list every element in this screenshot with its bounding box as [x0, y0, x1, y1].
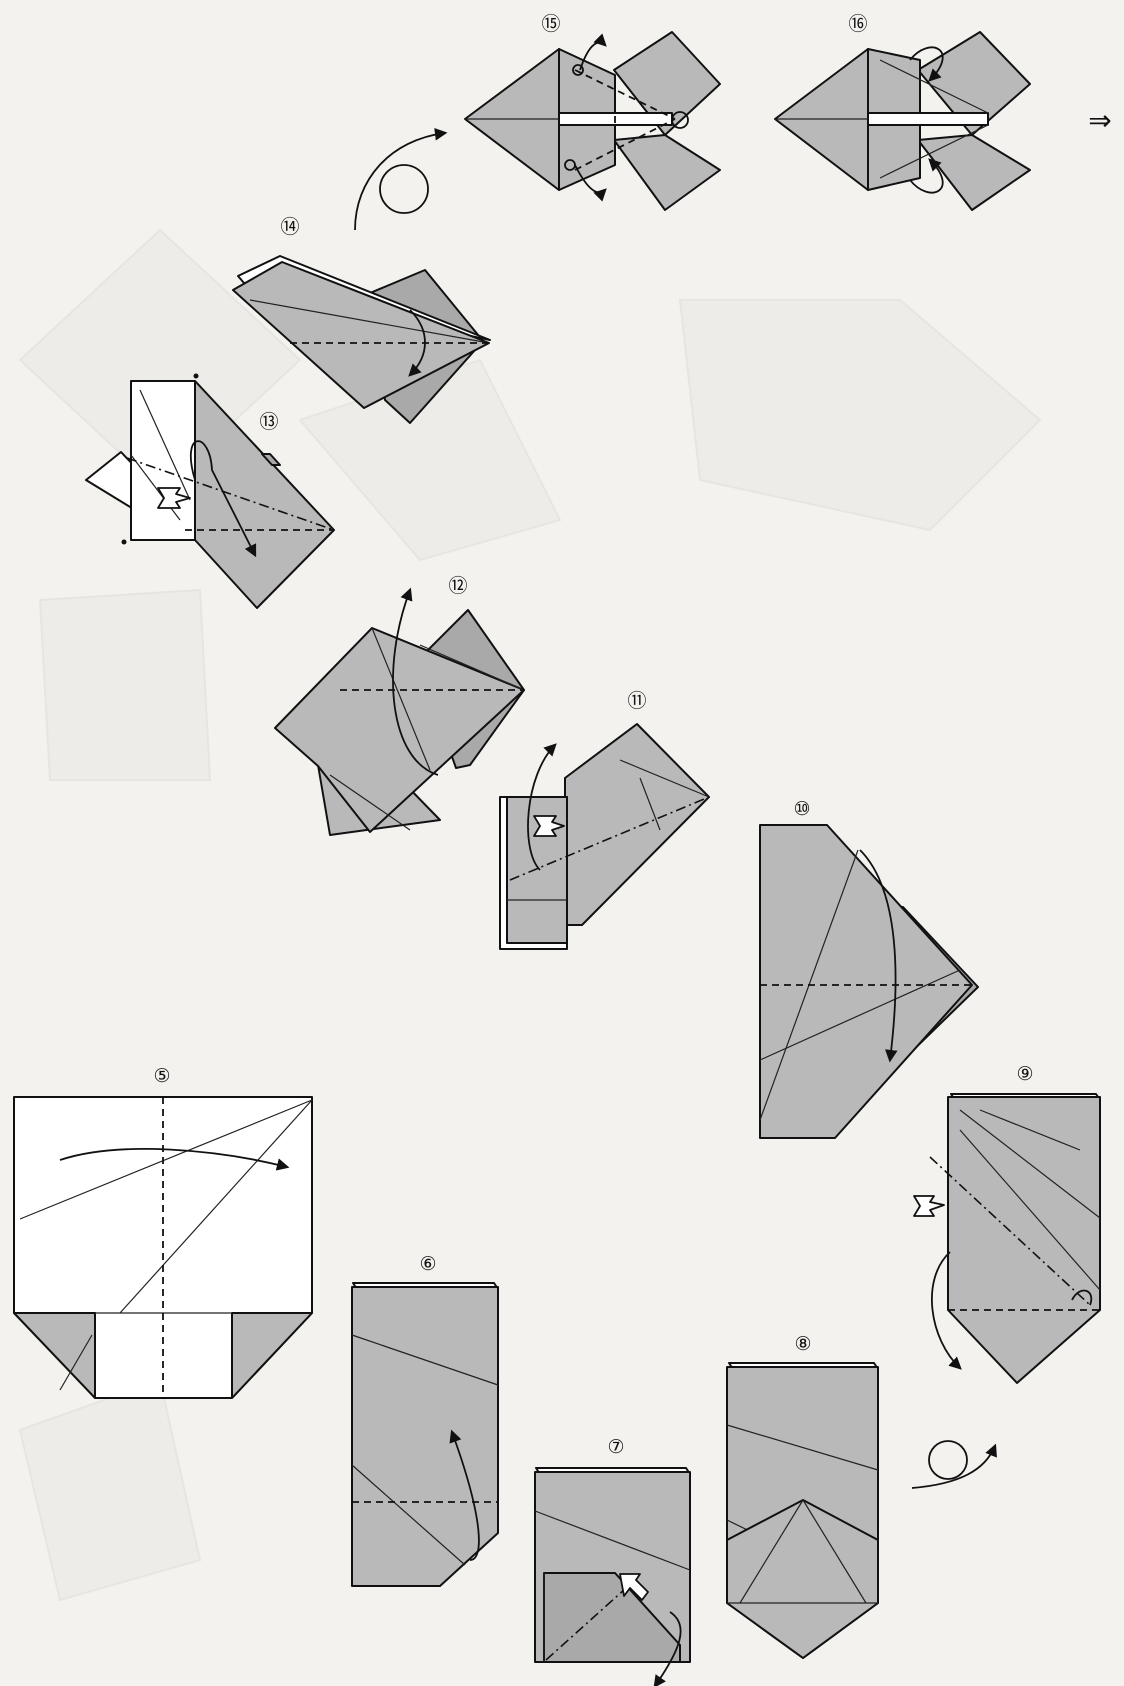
step-number: ⑩ — [793, 798, 810, 820]
continue-arrow-icon: ⇒ — [1088, 104, 1111, 137]
step-number: ⑮ — [541, 13, 560, 35]
step-7: ⑦ — [535, 1436, 690, 1686]
step-number: ⑫ — [448, 575, 467, 597]
step-11: ⑪ — [500, 690, 709, 949]
step-9: ⑨ — [912, 1063, 1100, 1488]
step-5: ⑤ — [14, 1065, 312, 1398]
step-number: ⑭ — [280, 216, 299, 238]
step-8: ⑧ — [727, 1333, 878, 1658]
step-12: ⑫ — [275, 575, 524, 835]
step-number: ⑦ — [607, 1436, 624, 1458]
step-10: ⑩ — [760, 798, 978, 1138]
step-number: ⑬ — [259, 411, 278, 433]
step-number: ⑪ — [627, 690, 646, 712]
step-number: ⑯ — [848, 13, 867, 35]
step-6: ⑥ — [352, 1253, 498, 1586]
step-16: ⑯ — [775, 13, 1030, 210]
step-number: ⑨ — [1016, 1063, 1033, 1085]
step-number: ⑥ — [419, 1253, 436, 1275]
step-number: ⑧ — [794, 1333, 811, 1355]
step-number: ⑤ — [153, 1065, 170, 1087]
step-15: ⑮ — [465, 13, 720, 210]
